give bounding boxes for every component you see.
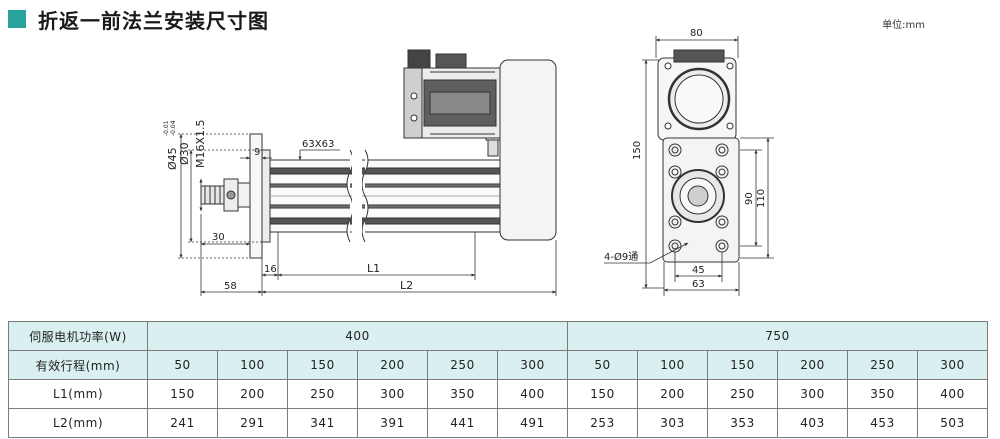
dim-63: 63 [692, 279, 705, 290]
table-cell: 491 [497, 408, 568, 438]
table-cell: 250 [707, 379, 778, 409]
title-bar: 折返一前法兰安装尺寸图 [8, 5, 269, 33]
table-cell: 250 [847, 350, 918, 380]
table-cell: 353 [707, 408, 778, 438]
table-cell: 350 [847, 379, 918, 409]
table-cell: 150 [567, 379, 638, 409]
dim-thread: M16X1.5 [194, 119, 207, 168]
servo-motor [403, 49, 501, 139]
table-cell: 253 [567, 408, 638, 438]
dim-45: 45 [692, 265, 705, 276]
table-cell: 241 [147, 408, 218, 438]
mounting-hole-icon [668, 143, 729, 253]
page-title: 折返一前法兰安装尺寸图 [38, 8, 269, 33]
table-cell: 有效行程(mm) [8, 350, 148, 380]
dim-150: 150 [632, 141, 643, 160]
table-cell: 350 [427, 379, 498, 409]
spec-table: 伺服电机功率(W) 400 750 有效行程(mm) 50 100 150 20… [8, 321, 988, 438]
dim-16: 16 [264, 264, 277, 275]
table-cell: 400 [497, 379, 568, 409]
dim-9: 9 [254, 147, 260, 158]
table-cell: 200 [357, 350, 428, 380]
rod-end [200, 178, 251, 212]
table-cell: 291 [217, 408, 288, 438]
table-row-stroke: 有效行程(mm) 50 100 150 200 250 300 50 100 1… [8, 350, 988, 380]
dim-l1: L1 [367, 262, 380, 275]
table-cell: 100 [637, 350, 708, 380]
table-cell: 400 [147, 321, 568, 351]
dim-90: 90 [744, 192, 755, 205]
actuator-profile [269, 159, 501, 233]
table-cell: L2(mm) [8, 408, 148, 438]
table-row-power: 伺服电机功率(W) 400 750 [8, 321, 988, 351]
table-cell: 503 [917, 408, 988, 438]
table-cell: 250 [287, 379, 358, 409]
table-cell: 391 [357, 408, 428, 438]
table-cell: L1(mm) [8, 379, 148, 409]
table-cell: 300 [777, 379, 848, 409]
dim-58: 58 [224, 281, 237, 292]
table-cell: 150 [147, 379, 218, 409]
table-row-l2: L2(mm) 241 291 341 391 441 491 253 303 3… [8, 408, 988, 438]
table-cell: 750 [567, 321, 988, 351]
dim-l2: L2 [400, 279, 413, 292]
table-cell: 150 [287, 350, 358, 380]
table-cell: 341 [287, 408, 358, 438]
dim-110: 110 [756, 189, 767, 208]
front-view [657, 49, 740, 263]
table-cell: 303 [637, 408, 708, 438]
table-cell: 300 [497, 350, 568, 380]
table-cell: 150 [707, 350, 778, 380]
technical-drawing: Ø45 -0.01 -0.04 Ø30 M16X1.5 9 63X63 30 1… [163, 28, 774, 296]
table-cell: 200 [637, 379, 708, 409]
table-cell: 200 [217, 379, 288, 409]
table-cell: 200 [777, 350, 848, 380]
gear-housing [499, 59, 557, 241]
side-view [200, 49, 557, 259]
table-cell: 453 [847, 408, 918, 438]
table-cell: 50 [147, 350, 218, 380]
unit-note: 单位:mm [882, 20, 925, 31]
table-cell: 300 [917, 350, 988, 380]
table-cell: 250 [427, 350, 498, 380]
table-cell: 50 [567, 350, 638, 380]
dim-profile: 63X63 [302, 139, 334, 150]
table-cell: 100 [217, 350, 288, 380]
title-marker-icon [8, 10, 26, 28]
dim-30: 30 [212, 232, 225, 243]
dim-holes: 4-Ø9通 [604, 251, 638, 263]
table-cell: 伺服电机功率(W) [8, 321, 148, 351]
dim-phi30: Ø30 [178, 142, 191, 165]
table-cell: 441 [427, 408, 498, 438]
dim-phi45-tolerance-lower: -0.04 [170, 120, 177, 136]
table-cell: 403 [777, 408, 848, 438]
dim-phi45: Ø45 [166, 147, 179, 170]
dim-phi45-tolerance-upper: -0.01 [163, 120, 170, 136]
table-cell: 400 [917, 379, 988, 409]
dim-80: 80 [690, 28, 703, 39]
table-row-l1: L1(mm) 150 200 250 300 350 400 150 200 2… [8, 379, 988, 409]
table-cell: 300 [357, 379, 428, 409]
